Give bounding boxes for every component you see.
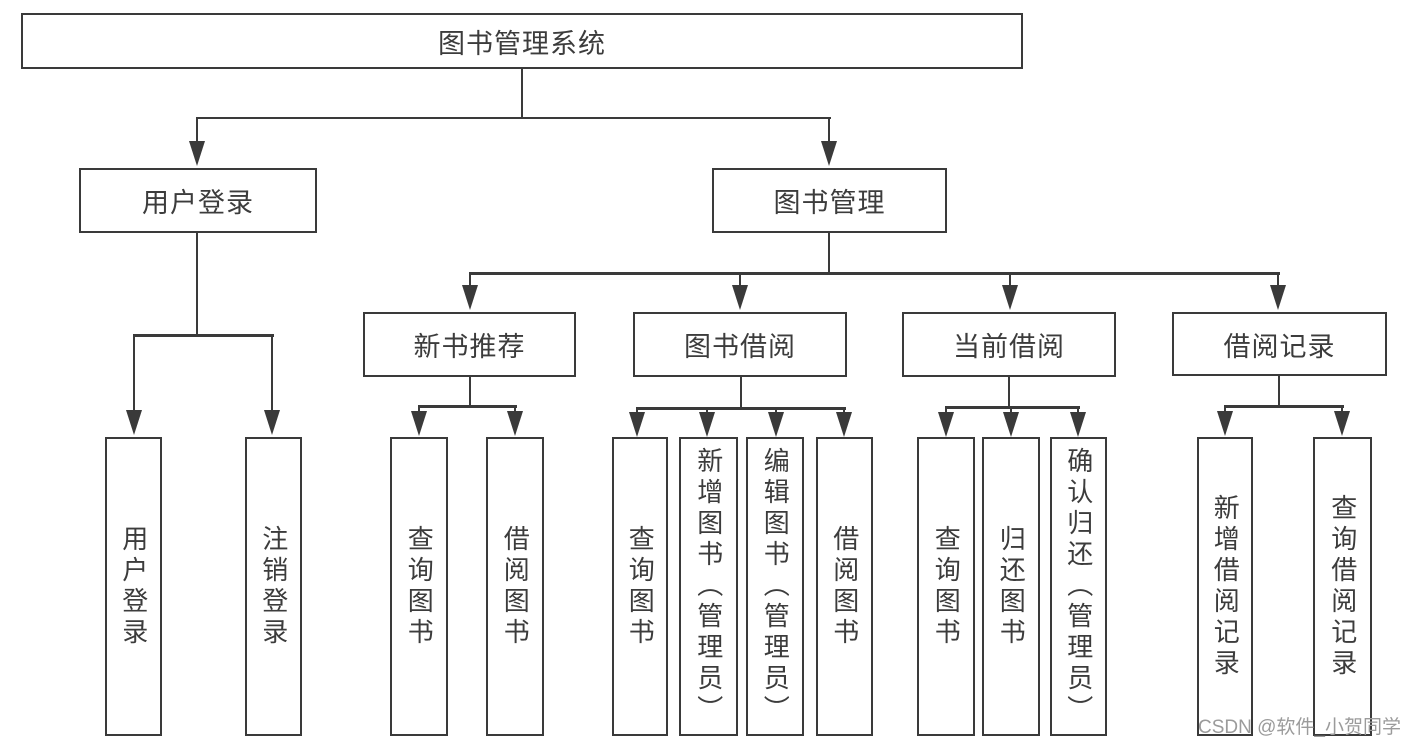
connector-line	[195, 233, 199, 336]
leaf-label: 查询图书	[404, 524, 435, 649]
arrow-down-icon	[1334, 411, 1350, 436]
csdn-watermark: CSDN @软件_小贺同学	[1198, 717, 1401, 738]
arrow-down-icon	[126, 410, 142, 435]
connector-line	[417, 406, 421, 414]
connector-line	[842, 408, 846, 415]
connector-line	[195, 118, 199, 142]
leaf-label: 编辑图书（管理员）	[760, 447, 791, 726]
arrow-down-icon	[1002, 285, 1018, 310]
arrow-down-icon	[189, 141, 205, 166]
leaf-confirm-return-admin: 确认归还（管理员）	[1050, 437, 1107, 736]
connector-line	[1223, 406, 1227, 413]
node-user-login: 用户登录	[79, 168, 317, 233]
arrow-down-icon	[462, 285, 478, 310]
connector-line	[132, 335, 136, 411]
connector-line	[774, 408, 778, 415]
connector-line	[468, 272, 1280, 275]
leaf-query-books-borrow: 查询图书	[612, 437, 668, 736]
node-book-borrow: 图书借阅	[633, 312, 847, 377]
leaf-borrow-books: 借阅图书	[816, 437, 873, 736]
leaf-logout: 注销登录	[245, 437, 302, 736]
connector-line	[1008, 273, 1012, 287]
connector-line	[520, 69, 524, 119]
arrow-down-icon	[821, 141, 837, 166]
node-book-management: 图书管理	[712, 168, 947, 233]
connector-line	[132, 334, 274, 337]
arrow-down-icon	[264, 410, 280, 435]
connector-line	[827, 118, 831, 142]
leaf-query-borrow-record: 查询借阅记录	[1313, 437, 1372, 736]
arrow-down-icon	[629, 412, 645, 437]
arrow-down-icon	[1217, 411, 1233, 436]
connector-line	[739, 377, 743, 409]
leaf-label: 归还图书	[996, 524, 1027, 649]
leaf-query-books-current: 查询图书	[917, 437, 975, 736]
leaf-label: 查询图书	[931, 524, 962, 649]
connector-line	[468, 377, 472, 407]
arrow-down-icon	[1070, 412, 1086, 437]
leaf-return-books: 归还图书	[982, 437, 1040, 736]
connector-line	[513, 406, 517, 414]
connector-line	[417, 405, 517, 408]
leaf-label: 借阅图书	[829, 524, 860, 649]
arrow-down-icon	[1270, 285, 1286, 310]
arrow-down-icon	[507, 411, 523, 436]
connector-line	[1277, 376, 1281, 407]
arrow-down-icon	[938, 412, 954, 437]
leaf-label: 借阅图书	[500, 524, 531, 649]
connector-line	[944, 407, 948, 414]
connector-line	[1007, 377, 1011, 408]
connector-line	[468, 273, 472, 287]
connector-line	[635, 408, 639, 415]
connector-line	[1223, 405, 1344, 408]
connector-line	[270, 335, 274, 411]
connector-line	[1276, 273, 1280, 287]
node-borrow-records: 借阅记录	[1172, 312, 1387, 376]
connector-line	[635, 407, 846, 410]
leaf-label: 用户登录	[118, 524, 149, 649]
arrow-down-icon	[411, 411, 427, 436]
leaf-edit-books-admin: 编辑图书（管理员）	[746, 437, 804, 736]
leaf-borrow-books-recommend: 借阅图书	[486, 437, 544, 736]
connector-line	[944, 406, 1080, 409]
node-current-borrow: 当前借阅	[902, 312, 1116, 377]
leaf-label: 新增借阅记录	[1210, 493, 1241, 680]
leaf-add-borrow-record: 新增借阅记录	[1197, 437, 1253, 736]
leaf-query-books-recommend: 查询图书	[390, 437, 448, 736]
leaf-label: 新增图书（管理员）	[693, 447, 724, 726]
leaf-label: 确认归还（管理员）	[1063, 447, 1094, 726]
connector-line	[195, 116, 831, 120]
connector-line	[705, 408, 709, 415]
connector-line	[827, 233, 831, 275]
connector-line	[1009, 407, 1013, 414]
arrow-down-icon	[768, 412, 784, 437]
leaf-user-login: 用户登录	[105, 437, 162, 736]
arrow-down-icon	[1003, 412, 1019, 437]
connector-line	[1076, 407, 1080, 414]
leaf-label: 注销登录	[258, 524, 289, 649]
node-new-book-recommend: 新书推荐	[363, 312, 576, 377]
arrow-down-icon	[732, 285, 748, 310]
connector-line	[1340, 406, 1344, 413]
leaf-label: 查询图书	[625, 524, 656, 649]
arrow-down-icon	[699, 412, 715, 437]
node-root-library-system: 图书管理系统	[21, 13, 1023, 69]
leaf-add-books-admin: 新增图书（管理员）	[679, 437, 738, 736]
leaf-label: 查询借阅记录	[1327, 493, 1358, 680]
connector-line	[738, 273, 742, 287]
arrow-down-icon	[836, 412, 852, 437]
